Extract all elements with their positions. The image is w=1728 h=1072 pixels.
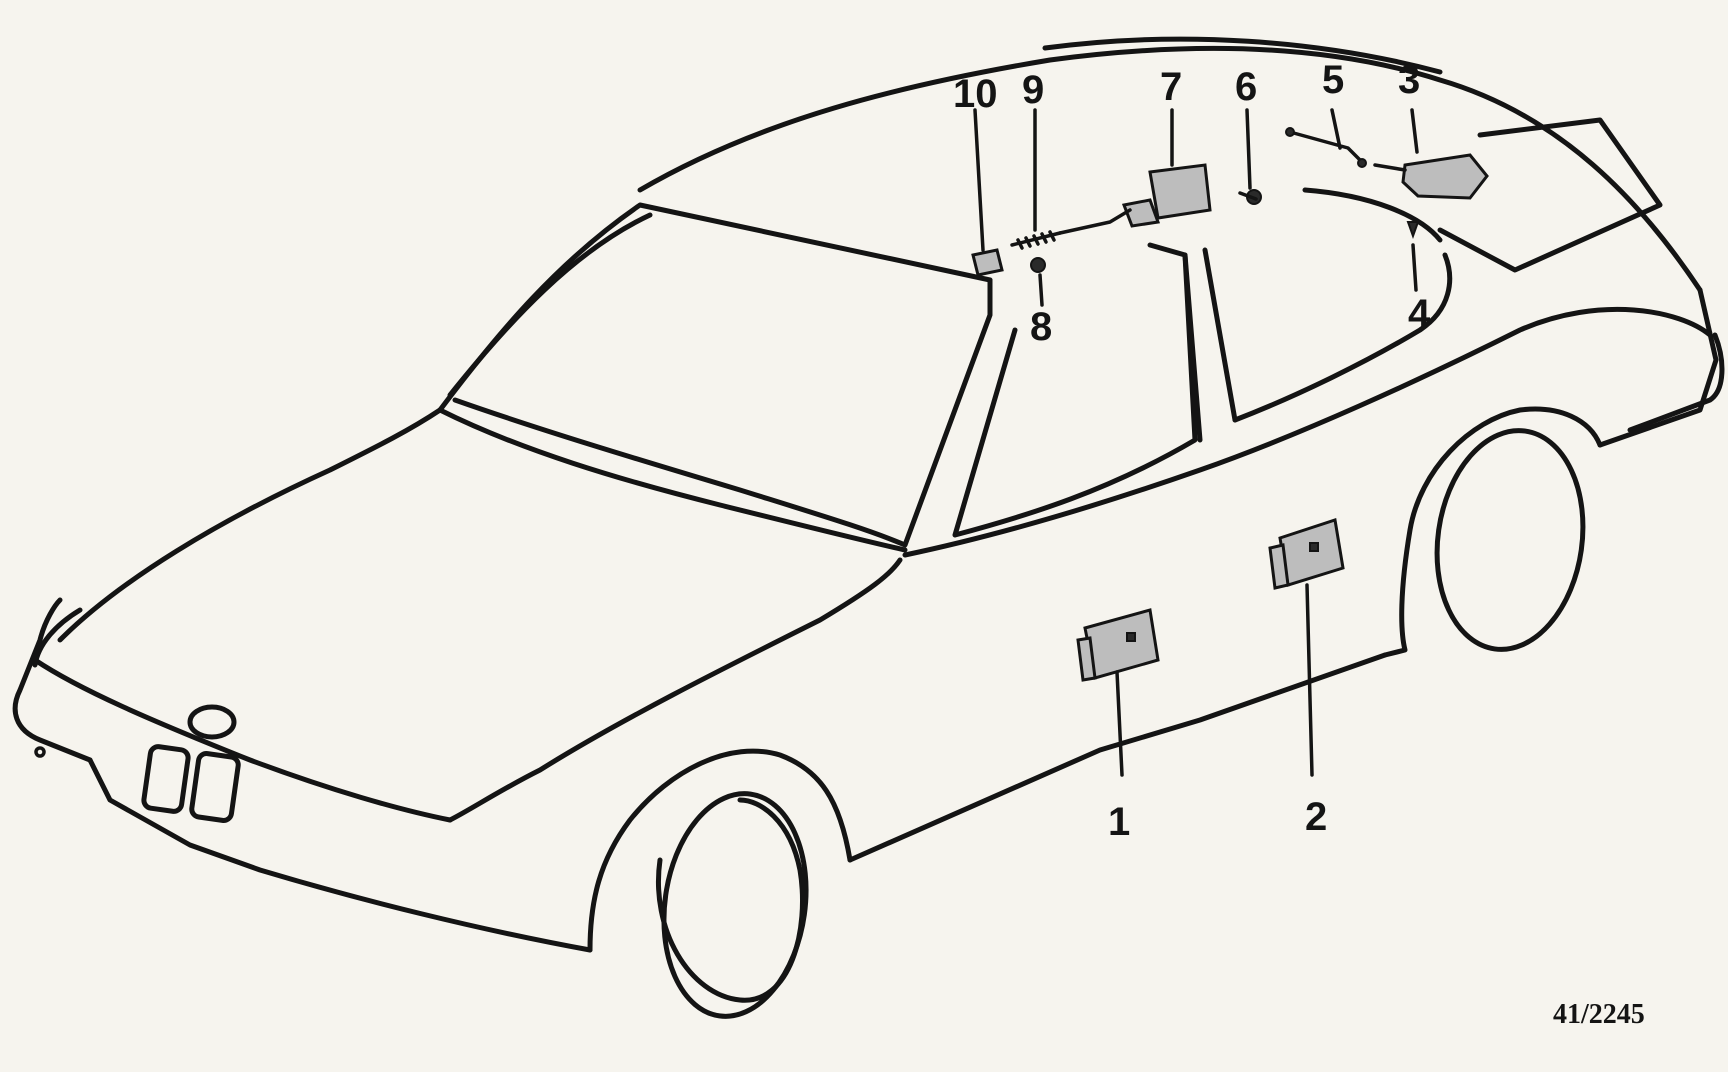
callout-1: 1: [1108, 800, 1130, 844]
callout-8: 8: [1030, 305, 1052, 349]
part-7-actuator: [1121, 163, 1212, 228]
part-5-rod: [1285, 127, 1367, 168]
diagram-reference-code: 41/2245: [1553, 999, 1645, 1030]
part-1-door-module-front: [1076, 608, 1160, 682]
callout-3: 3: [1398, 58, 1420, 102]
part-9-spring: [1010, 208, 1132, 250]
callout-7: 7: [1160, 65, 1182, 109]
part-2-door-module-rear: [1268, 518, 1345, 590]
callout-labels: 1 2 3 4 5 6 7 8 9 10: [953, 58, 1431, 844]
part-8-nut: [1030, 257, 1046, 273]
callout-10: 10: [953, 72, 998, 116]
part-4-screw: [1406, 221, 1420, 239]
part-6-fastener: [1238, 189, 1262, 205]
callout-6: 6: [1235, 65, 1257, 109]
callout-2: 2: [1305, 795, 1327, 839]
callout-5: 5: [1322, 58, 1344, 102]
callout-4: 4: [1408, 292, 1431, 336]
car-body-outline: [12, 36, 1725, 1019]
part-3-control-unit: [1373, 153, 1489, 200]
callout-9: 9: [1022, 68, 1044, 112]
leader-lines: [973, 108, 1419, 777]
part-10-bracket: [971, 248, 1004, 277]
